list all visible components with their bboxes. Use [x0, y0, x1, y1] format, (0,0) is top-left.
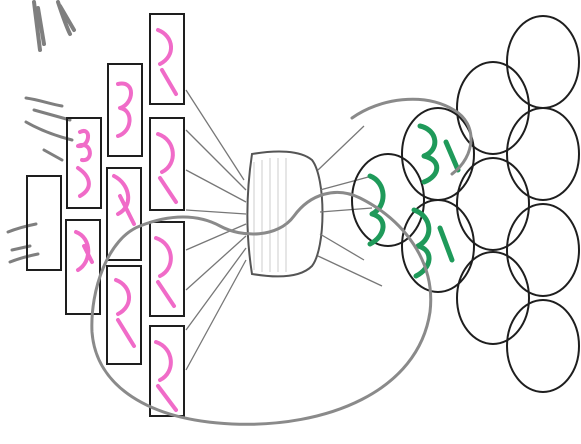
circle-8 [401, 199, 475, 293]
box-col2-bottom [65, 219, 101, 315]
circle-1 [506, 15, 580, 109]
pencil-scribble-left [24, 96, 74, 162]
box-col3-3 [106, 265, 142, 365]
circle-grid [351, 15, 580, 393]
circle-3 [506, 107, 580, 201]
box-col2-top [66, 117, 102, 209]
box-col3-1 [107, 63, 143, 157]
box-col4-2 [149, 117, 185, 211]
circle-6 [506, 203, 580, 297]
drum-shape [246, 150, 324, 278]
box-col4-1 [149, 13, 185, 105]
box-left-1 [26, 175, 62, 271]
pencil-loop [90, 97, 473, 426]
box-col4-4 [149, 325, 185, 417]
circle-10 [506, 299, 580, 393]
magenta-scribbles [74, 28, 178, 412]
circle-4 [401, 107, 475, 201]
connector-lines-left [185, 89, 247, 371]
circle-9 [456, 251, 530, 345]
connector-lines-right [317, 125, 383, 287]
circle-2 [456, 61, 530, 155]
box-col4-3 [149, 221, 185, 317]
drum-shading [253, 158, 287, 272]
pencil-scribble-top-left [32, 0, 76, 52]
box-col3-2 [106, 167, 142, 261]
circle-7 [351, 153, 425, 247]
pencil-scribble-left-bottom [6, 222, 40, 264]
circle-5 [456, 157, 530, 251]
